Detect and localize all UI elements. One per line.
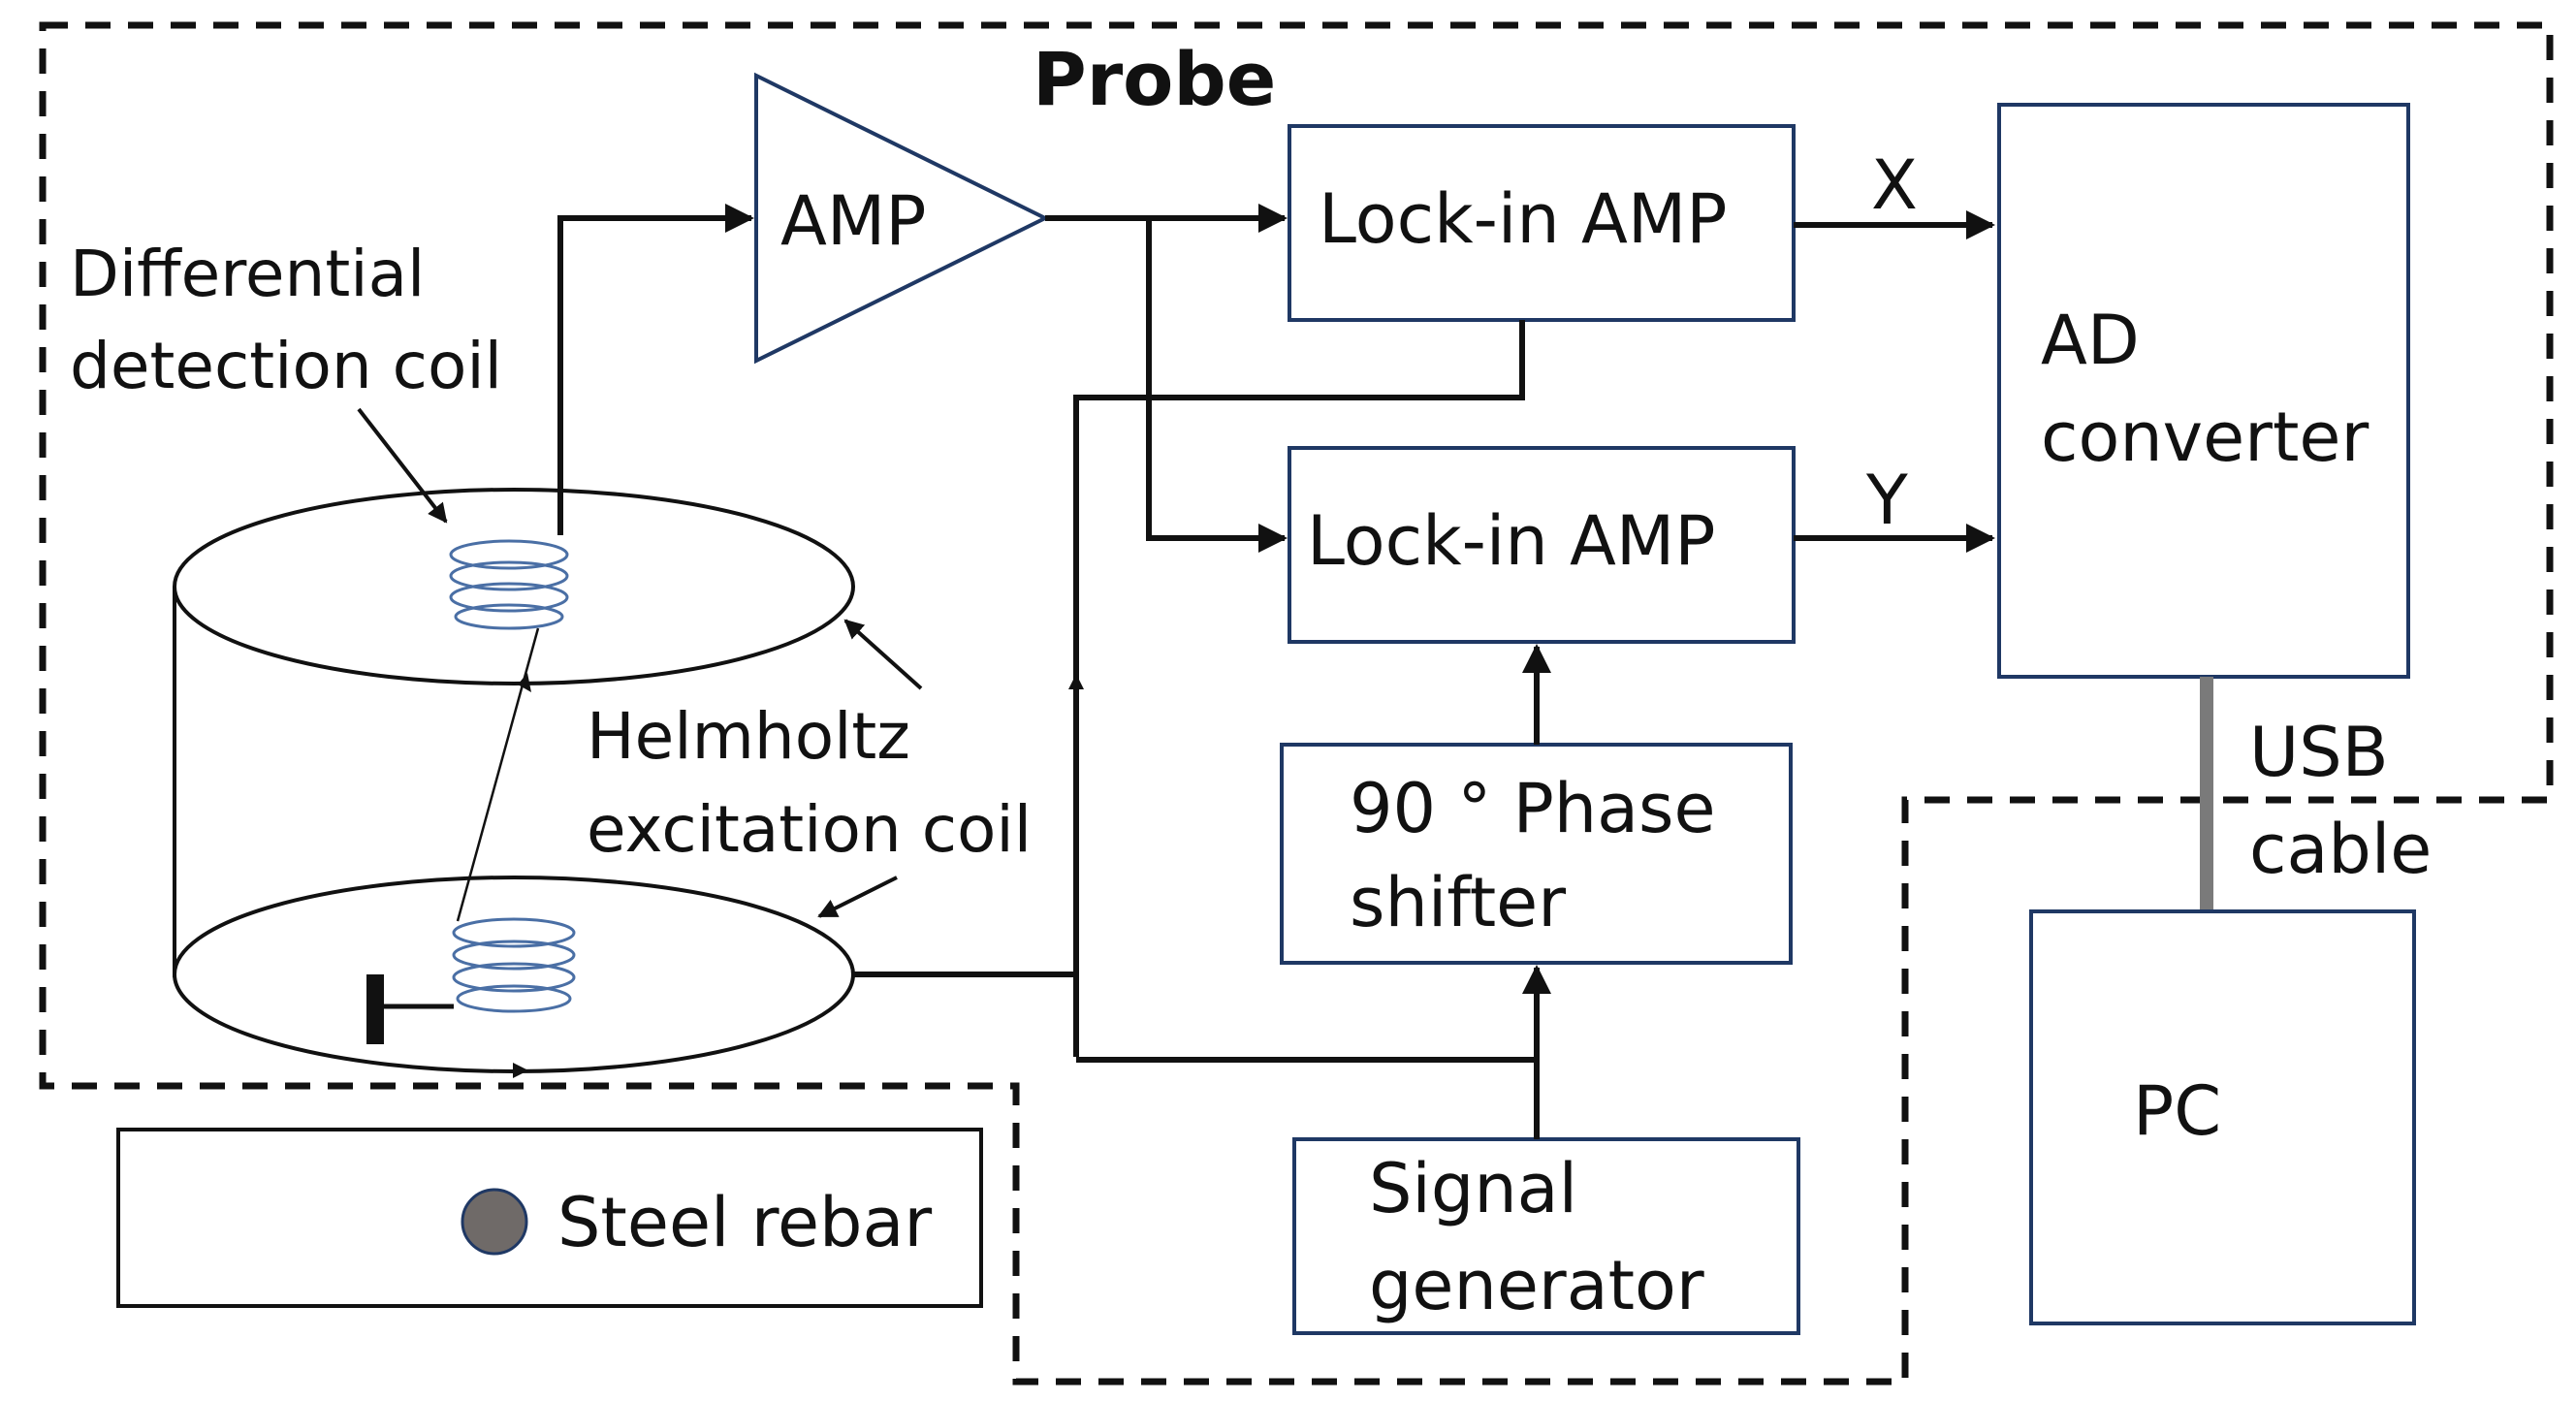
detection-coil-lower	[452, 917, 576, 1013]
helmholtz-upper-ring	[173, 488, 855, 685]
diff-coil-label-line2: detection coil	[70, 329, 502, 403]
x-output-label: X	[1871, 145, 1918, 225]
phase-label-line2: shifter	[1350, 863, 1566, 942]
usb-label-line2: cable	[2249, 810, 2432, 889]
signal-generator-block: Signal generator	[1292, 1137, 1800, 1335]
helmholtz-label-line2: excitation coil	[587, 792, 1032, 867]
ground-icon	[366, 974, 454, 1044]
steel-rebar-block: Steel rebar	[116, 1128, 983, 1308]
helmholtz-coil	[173, 488, 855, 1078]
detection-coil-upper	[449, 539, 569, 630]
signal-label-line2: generator	[1369, 1246, 1704, 1325]
probe-title: Probe	[1033, 36, 1276, 122]
pc-block: PC	[2029, 909, 2416, 1325]
helmholtz-label-line1: Helmholtz	[587, 699, 910, 774]
pc-label: PC	[2133, 1071, 2221, 1151]
usb-label-line1: USB	[2249, 713, 2389, 792]
ad-label-line1: AD	[2041, 301, 2140, 380]
lockin-amp-bottom: Lock-in AMP	[1288, 446, 1796, 644]
helmholtz-lower-ring	[173, 876, 855, 1073]
y-output-label: Y	[1865, 461, 1908, 540]
ad-label-line2: converter	[2041, 398, 2369, 477]
phase-shifter-block: 90 ° Phase shifter	[1280, 743, 1793, 965]
lockin-amp-top: Lock-in AMP	[1288, 124, 1796, 322]
amp-label: AMP	[780, 181, 927, 261]
steel-rebar-label: Steel rebar	[557, 1183, 932, 1262]
lockin-bottom-label: Lock-in AMP	[1307, 501, 1715, 581]
diff-coil-label-line1: Differential	[70, 237, 425, 311]
ad-converter-block: AD converter	[1997, 103, 2410, 679]
phase-label-line1: 90 ° Phase	[1350, 769, 1716, 848]
amp-block: AMP	[754, 72, 1050, 365]
rebar-dot	[461, 1188, 528, 1256]
lockin-top-label: Lock-in AMP	[1319, 179, 1727, 259]
signal-label-line1: Signal	[1369, 1149, 1577, 1228]
